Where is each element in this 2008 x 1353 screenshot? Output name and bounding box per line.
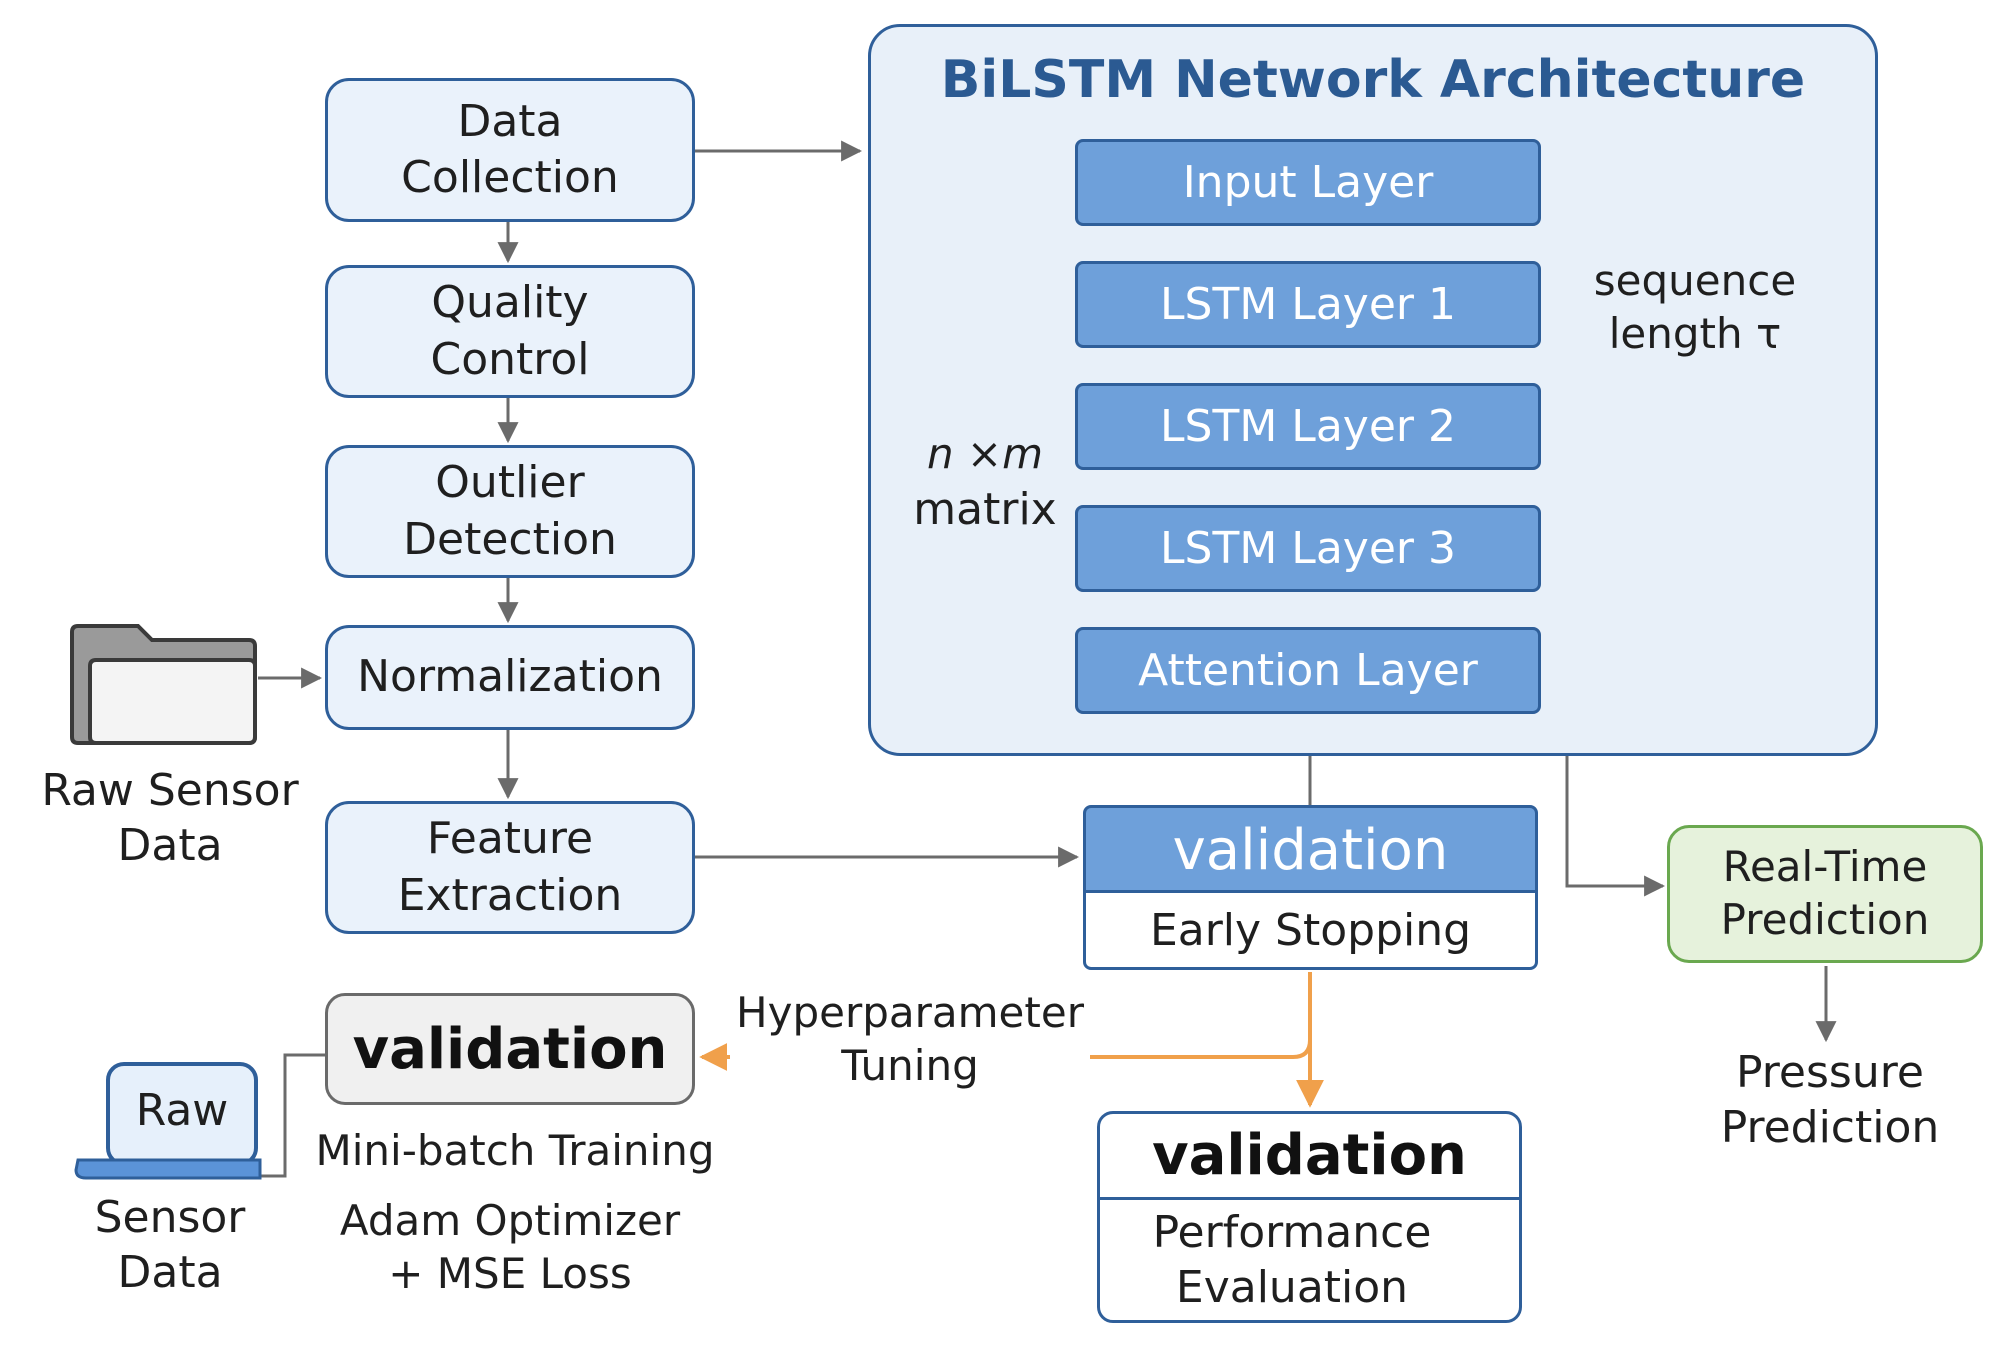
pressure-prediction-label: Pressure Prediction xyxy=(1720,1047,1940,1154)
laptop-icon xyxy=(74,1062,262,1180)
minibatch-training-label: Mini-batch Training xyxy=(315,1126,715,1175)
lstm-layer-2: LSTM Layer 2 xyxy=(1075,383,1541,470)
outlier-detection-box: Outlier Detection xyxy=(325,445,695,578)
edge-laptop-to-training xyxy=(258,1053,325,1178)
normalization-box: Normalization xyxy=(325,625,695,730)
architecture-title: BiLSTM Network Architecture xyxy=(940,50,1806,110)
sequence-length-note: sequence length τ xyxy=(1593,256,1797,358)
training-validation-box: validation xyxy=(325,993,695,1105)
data-collection-box: Data Collection xyxy=(325,78,695,222)
evaluation-header: validation xyxy=(1152,1122,1467,1188)
matrix-dimension-label: n ×m xyxy=(926,429,1044,478)
lstm-layer-3: LSTM Layer 3 xyxy=(1075,505,1541,592)
folder-icon xyxy=(70,624,257,745)
raw-label: Raw xyxy=(135,1085,229,1136)
hyperparameter-tuning-label: Hyperparameter Tuning xyxy=(730,987,1090,1093)
performance-evaluation-label: Performance Evaluation xyxy=(1152,1207,1432,1314)
early-stopping-label: Early Stopping xyxy=(1083,890,1538,970)
matrix-label: matrix xyxy=(913,484,1057,535)
sensor-data-label: Sensor Data xyxy=(94,1192,246,1299)
quality-control-box: Quality Control xyxy=(325,265,695,398)
validation-header: validation xyxy=(1083,805,1538,893)
evaluation-box xyxy=(1097,1111,1522,1323)
lstm-layer-1: LSTM Layer 1 xyxy=(1075,261,1541,348)
edge-tuning-right xyxy=(993,1039,1312,1059)
attention-layer: Attention Layer xyxy=(1075,627,1541,714)
raw-sensor-data-label: Raw Sensor Data xyxy=(41,765,299,872)
optimizer-label: Adam Optimizer + MSE Loss xyxy=(339,1196,681,1298)
input-layer: Input Layer xyxy=(1075,139,1541,226)
feature-extraction-box: Feature Extraction xyxy=(325,801,695,934)
realtime-prediction-box: Real-Time Prediction xyxy=(1667,825,1983,963)
evaluation-divider xyxy=(1098,1197,1521,1200)
